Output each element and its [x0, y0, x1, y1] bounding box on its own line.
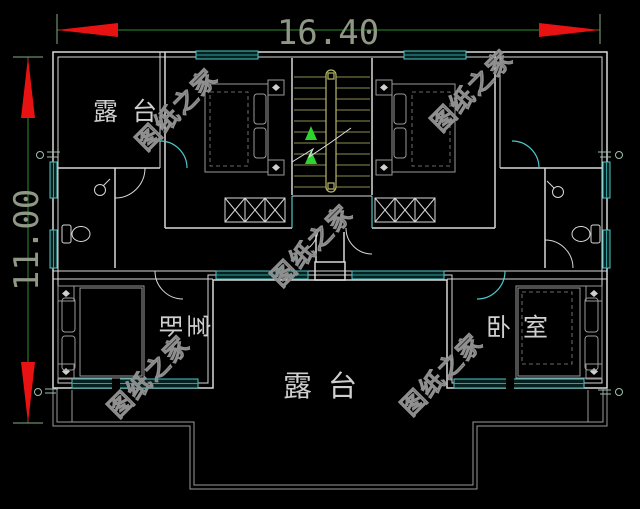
- level-marker-icon: [598, 151, 623, 159]
- stair-door-right: [345, 227, 373, 255]
- label-terrace-top-left: 露台: [93, 97, 171, 126]
- stair-break-line: [291, 127, 352, 163]
- sink-icon: [552, 186, 564, 198]
- doors: [114, 140, 574, 300]
- dimension-height-label: 11.00: [7, 189, 47, 291]
- bathroom-right-fixtures: [546, 180, 601, 244]
- label-terrace-bottom: 露台: [283, 369, 373, 403]
- level-marker-icon: [36, 151, 60, 159]
- stair-direction-arrow-icon: [305, 150, 317, 164]
- sink-icon: [94, 184, 106, 196]
- closets: [224, 197, 436, 223]
- bathroom-door-right: [544, 239, 574, 269]
- bed-lower-left: [57, 285, 145, 380]
- bed-upper-left: [204, 79, 285, 176]
- walls: [52, 51, 608, 422]
- label-bedroom-left-char2: 室: [184, 314, 212, 338]
- toilet-icon: [590, 224, 601, 244]
- dim-arrow-right-icon: [539, 23, 600, 37]
- dim-arrow-up-icon: [21, 57, 35, 118]
- dim-arrow-down-icon: [21, 362, 35, 423]
- bed-upper-right: [375, 79, 456, 176]
- level-markers: [34, 151, 623, 396]
- room-labels: 露台 露台 卧 室 卧室: [93, 97, 560, 403]
- bed-lower-right: [515, 285, 603, 380]
- terrace-door-left: [159, 140, 188, 169]
- label-bedroom-right: 卧室: [486, 313, 560, 342]
- windows: [49, 50, 611, 389]
- dim-arrow-left-icon: [57, 23, 118, 37]
- bathroom-door-left: [114, 167, 146, 199]
- stair-rail: [325, 69, 337, 193]
- label-bedroom-left-char1: 卧: [156, 314, 184, 338]
- terrace-door-right: [511, 140, 540, 169]
- terrace-parapet: [52, 388, 608, 490]
- stair-direction-arrow-icon: [305, 126, 317, 140]
- toilet-icon: [61, 224, 72, 244]
- center-column: [314, 261, 346, 281]
- level-marker-icon: [34, 388, 58, 396]
- level-marker-icon: [598, 388, 623, 396]
- dimension-top: 16.40: [56, 13, 601, 53]
- bedroom-door-lower-right: [476, 270, 506, 300]
- bedroom-door-lower-left: [154, 270, 184, 300]
- bathroom-left-fixtures: [61, 178, 111, 244]
- staircase: [291, 69, 370, 193]
- stair-door-left: [291, 227, 319, 255]
- dimension-left: 11.00: [7, 56, 47, 424]
- dimension-width-label: 16.40: [277, 13, 379, 53]
